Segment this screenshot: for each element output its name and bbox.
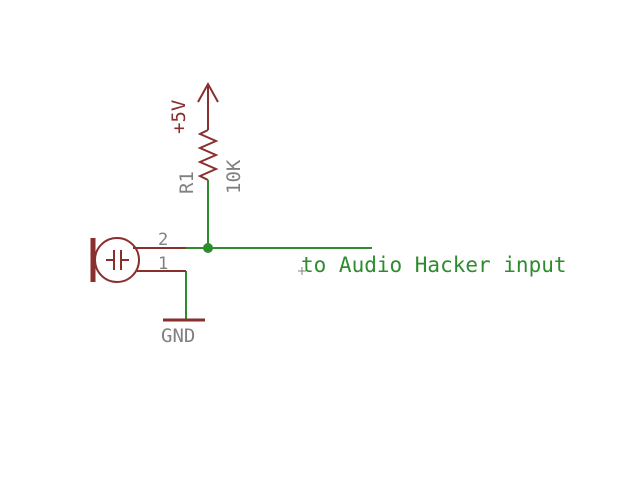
resistor-zigzag <box>197 129 219 181</box>
supply-symbol: +5V <box>168 81 219 134</box>
mic-pin-1-label: 1 <box>158 254 168 274</box>
mic-pin-2-label: 2 <box>158 230 168 250</box>
resistor-name: R1 <box>176 171 198 194</box>
microphone-symbol: 2 1 <box>90 230 186 283</box>
junction-dot <box>203 243 213 253</box>
nets <box>185 180 372 320</box>
ground-label: GND <box>161 325 195 347</box>
mic-circle <box>94 237 140 283</box>
supply-label: +5V <box>168 100 190 134</box>
net-label: to Audio Hacker input <box>298 253 567 277</box>
net-label-text: to Audio Hacker input <box>301 253 567 277</box>
resistor-r1: R1 10K <box>176 129 245 194</box>
resistor-value: 10K <box>223 159 245 194</box>
ground-symbol: GND <box>161 318 205 347</box>
